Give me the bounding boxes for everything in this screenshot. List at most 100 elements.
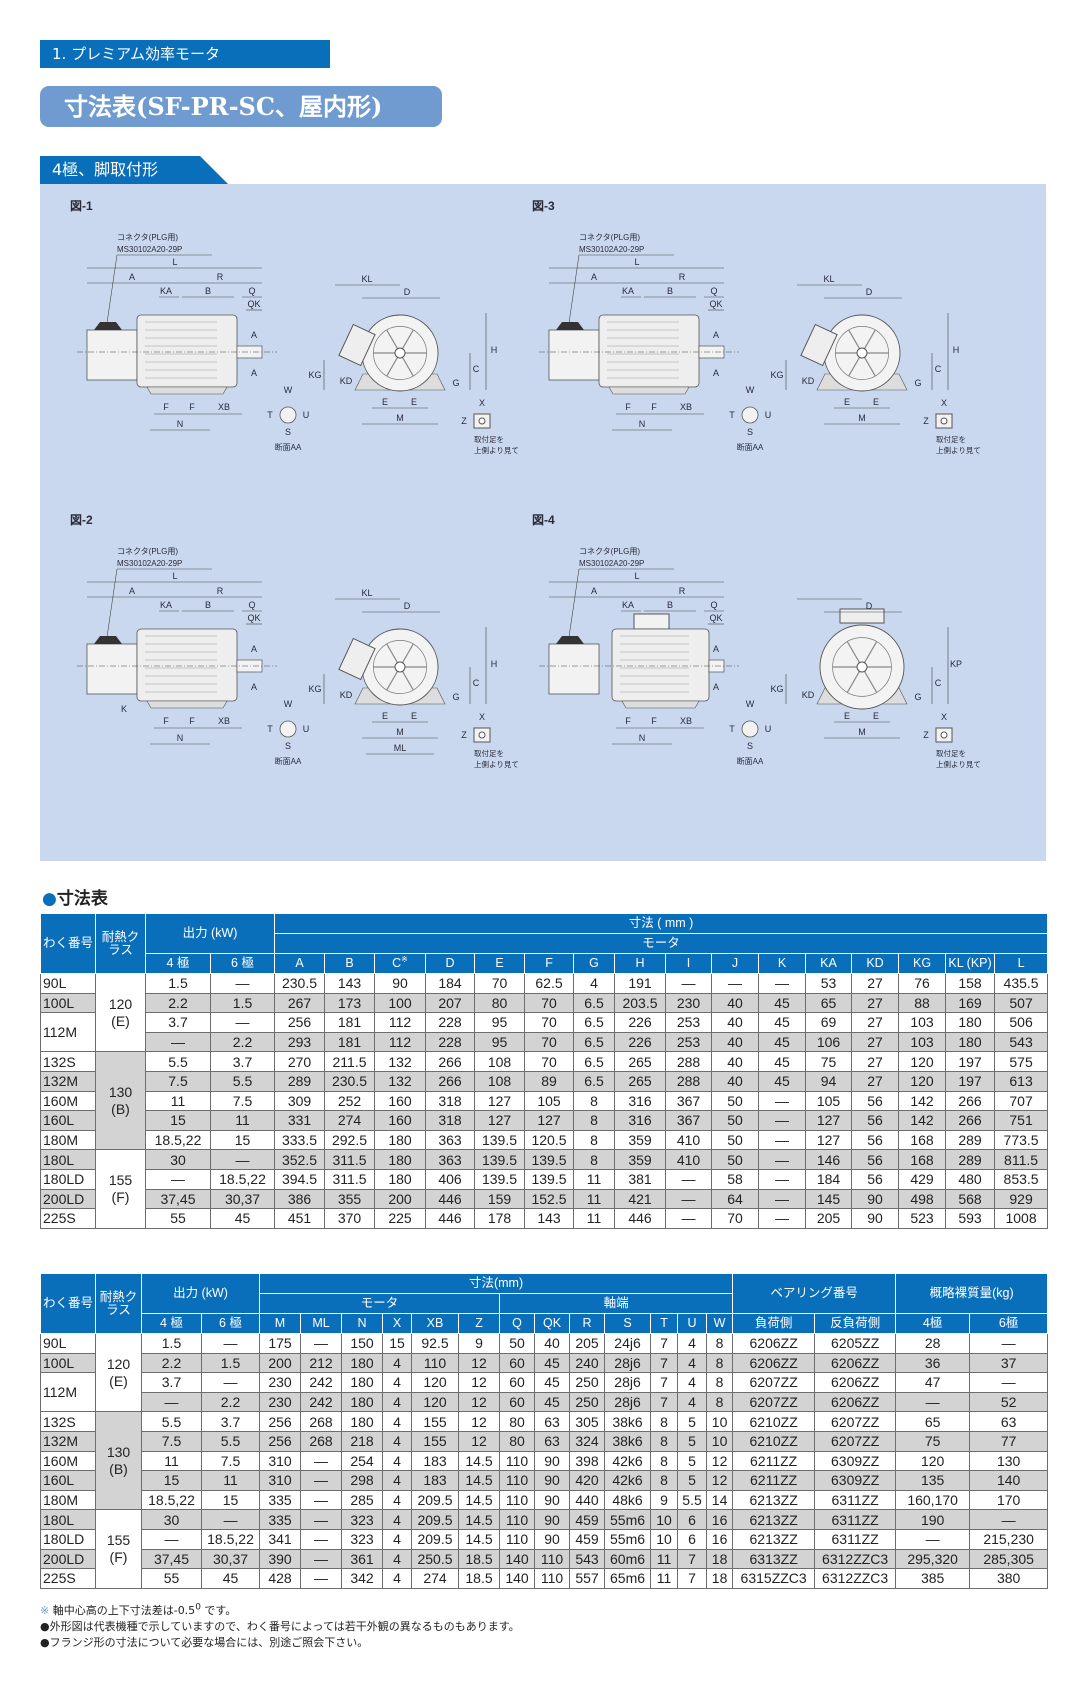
value-cell: 132	[374, 1070, 427, 1092]
value-cell: 311.5	[324, 1168, 376, 1190]
bolt-hole	[940, 417, 948, 425]
dimension-label: R	[217, 586, 224, 596]
value-cell: 543	[569, 1548, 606, 1570]
value-cell: 152.5	[524, 1188, 575, 1210]
value-cell: —	[200, 1509, 261, 1530]
value-cell: 370	[324, 1208, 376, 1229]
terminal-box	[839, 608, 885, 624]
dimension-label: C	[473, 364, 480, 374]
value-cell: 203.5	[614, 992, 667, 1014]
value-cell: —	[209, 973, 276, 994]
value-cell: 127	[524, 1110, 575, 1131]
shaft-section	[741, 406, 759, 424]
value-cell: 184	[805, 1168, 853, 1190]
dimension-label: F	[163, 716, 169, 726]
value-cell: 5	[677, 1450, 708, 1472]
value-cell: 183	[411, 1450, 460, 1472]
value-cell: 1.5	[200, 1352, 261, 1374]
value-cell: 90	[851, 1188, 900, 1210]
frame-cell: 225S	[40, 1568, 96, 1589]
value-cell: 446	[425, 1208, 476, 1229]
value-cell: 90	[851, 1208, 900, 1229]
table-section-title: ●寸法表	[42, 889, 108, 909]
foot-caption: 取付足を	[936, 748, 966, 758]
value-cell: 929	[994, 1188, 1049, 1210]
value-cell: 80	[499, 1430, 536, 1452]
bolt-hole	[478, 417, 486, 425]
value-cell: —	[969, 1333, 1049, 1354]
col-header: KA	[805, 953, 853, 974]
bolt-hole	[478, 731, 486, 739]
value-cell: —	[145, 1168, 211, 1190]
value-cell: 205	[805, 1208, 853, 1229]
col-header: S	[604, 1313, 652, 1334]
value-cell: —	[145, 1031, 211, 1053]
value-cell: 5.5	[200, 1430, 261, 1452]
dimension-label: G	[914, 378, 921, 388]
value-cell: 56	[851, 1149, 900, 1170]
frame-cell: 160M	[40, 1090, 96, 1112]
dimension-label: X	[479, 398, 485, 408]
header-frame: わく番号	[40, 913, 96, 974]
value-cell: 429	[898, 1168, 947, 1190]
value-cell: 289	[945, 1149, 996, 1170]
value-cell: 184	[425, 973, 476, 994]
value-cell: 6213ZZ	[732, 1489, 816, 1511]
value-cell: 180	[374, 1149, 427, 1170]
value-cell: 11	[145, 1090, 211, 1112]
value-cell: 110	[411, 1352, 460, 1374]
value-cell: 120	[411, 1372, 460, 1393]
value-cell: 45	[758, 1051, 807, 1072]
value-cell: 230	[259, 1391, 302, 1413]
dimension-label: F	[625, 716, 631, 726]
value-cell: 6312ZZC3	[814, 1548, 897, 1570]
value-cell: 76	[898, 973, 947, 994]
value-cell: 230	[665, 992, 713, 1014]
connector-label: コネクタ(PLG用)	[579, 547, 640, 556]
value-cell: —	[141, 1391, 202, 1413]
dimension-label: M	[858, 727, 866, 737]
value-cell: 363	[425, 1129, 476, 1151]
value-cell: 55m6	[604, 1528, 652, 1550]
value-cell: 3.7	[209, 1051, 276, 1072]
value-cell: 8	[706, 1333, 734, 1354]
value-cell: 7.5	[209, 1090, 276, 1112]
dimension-label: A	[129, 272, 135, 282]
value-cell: 266	[425, 1051, 476, 1072]
value-cell: —	[758, 973, 807, 994]
class-cell: 120(E)	[95, 1332, 142, 1413]
value-cell: 50	[711, 1090, 760, 1112]
value-cell: 70	[524, 1031, 575, 1053]
value-cell: 70	[524, 992, 575, 1014]
value-cell: 40	[711, 1012, 760, 1033]
motor-foot	[621, 700, 700, 709]
dimension-label: N	[177, 733, 184, 743]
value-cell: 37,45	[145, 1188, 211, 1210]
dimension-label: C	[935, 364, 942, 374]
connector-part-number: MS30102A20-29P	[117, 559, 182, 568]
value-cell: 14.5	[458, 1509, 501, 1530]
frame-cell: 100L	[40, 992, 96, 1014]
dimension-label: B	[205, 286, 211, 296]
dimension-label: F	[651, 716, 657, 726]
dimension-label: E	[411, 397, 417, 407]
dimension-label: M	[396, 727, 404, 737]
value-cell: 45	[758, 992, 807, 1014]
frame-cell: 160L	[40, 1110, 96, 1131]
value-cell: 3.7	[145, 1012, 211, 1033]
dimension-label: KG	[770, 370, 783, 380]
dimension-label: KA	[160, 600, 172, 610]
dimension-label: S	[747, 741, 753, 751]
value-cell: 40	[711, 1051, 760, 1072]
value-cell: 200	[259, 1352, 302, 1374]
value-cell: 108	[474, 1051, 526, 1072]
dimension-label: T	[729, 724, 735, 734]
value-cell: 363	[425, 1149, 476, 1170]
value-cell: 30,37	[209, 1188, 276, 1210]
figure-title: 図-4	[532, 513, 555, 527]
